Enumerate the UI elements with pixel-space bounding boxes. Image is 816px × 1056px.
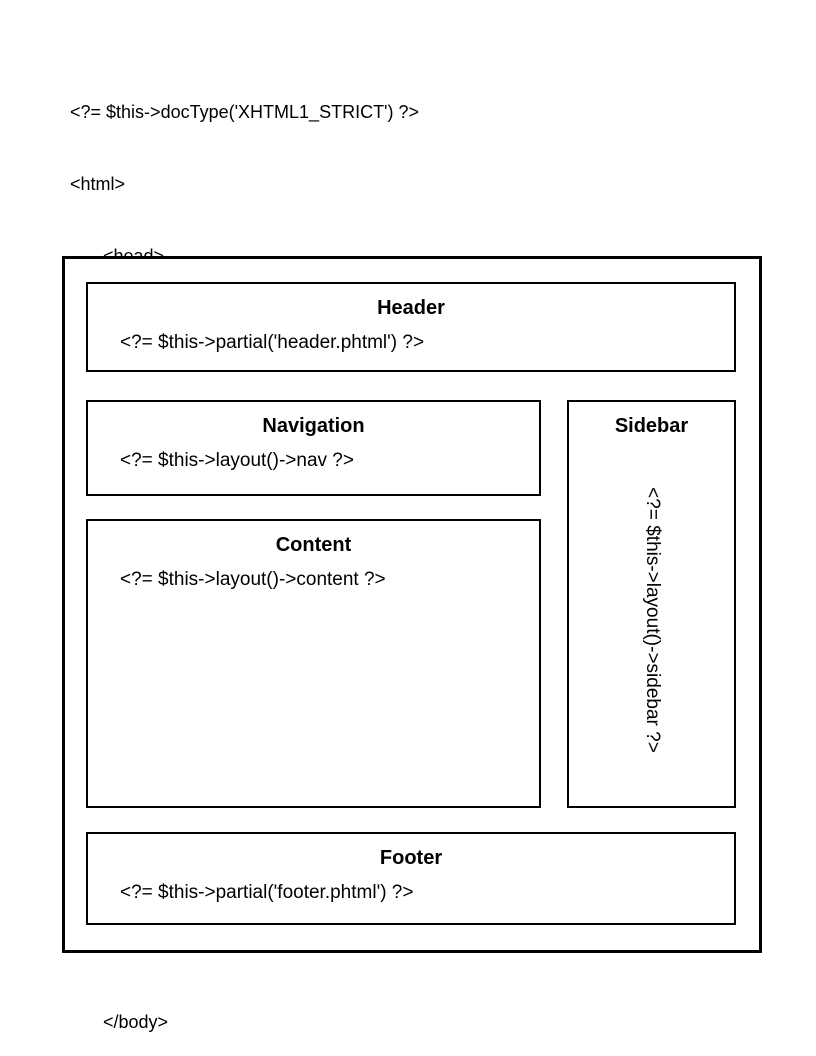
code-line-body-close: </body> <box>103 1012 169 1032</box>
content-box-title: Content <box>275 534 352 556</box>
code-line-doctype: <?= $this->docType('XHTML1_STRICT') ?> <box>70 102 420 122</box>
sidebar-box-code: <?= $this->layout()->sidebar ?> <box>641 487 663 753</box>
navigation-box: Navigation <?= $this->layout()->nav ?> <box>86 400 541 496</box>
navigation-box-code: <?= $this->layout()->nav ?> <box>120 450 354 471</box>
footer-box-title: Footer <box>379 847 443 869</box>
code-line-html-open: <html> <box>70 174 126 194</box>
sidebar-box-title: Sidebar <box>614 415 689 437</box>
content-box: Content <?= $this->layout()->content ?> <box>86 519 541 808</box>
header-box-title: Header <box>377 297 445 319</box>
header-box: Header <?= $this->partial('header.phtml'… <box>86 282 736 372</box>
navigation-box-title: Navigation <box>262 415 365 437</box>
footer-box: Footer <?= $this->partial('footer.phtml'… <box>86 832 736 925</box>
content-box-code: <?= $this->layout()->content ?> <box>120 569 386 590</box>
footer-box-code: <?= $this->partial('footer.phtml') ?> <box>120 882 414 903</box>
sidebar-box: Sidebar <?= $this->layout()->sidebar ?> <box>567 400 736 808</box>
code-block-bottom: </body> </html> <box>70 962 168 1056</box>
header-box-code: <?= $this->partial('header.phtml') ?> <box>120 332 425 353</box>
